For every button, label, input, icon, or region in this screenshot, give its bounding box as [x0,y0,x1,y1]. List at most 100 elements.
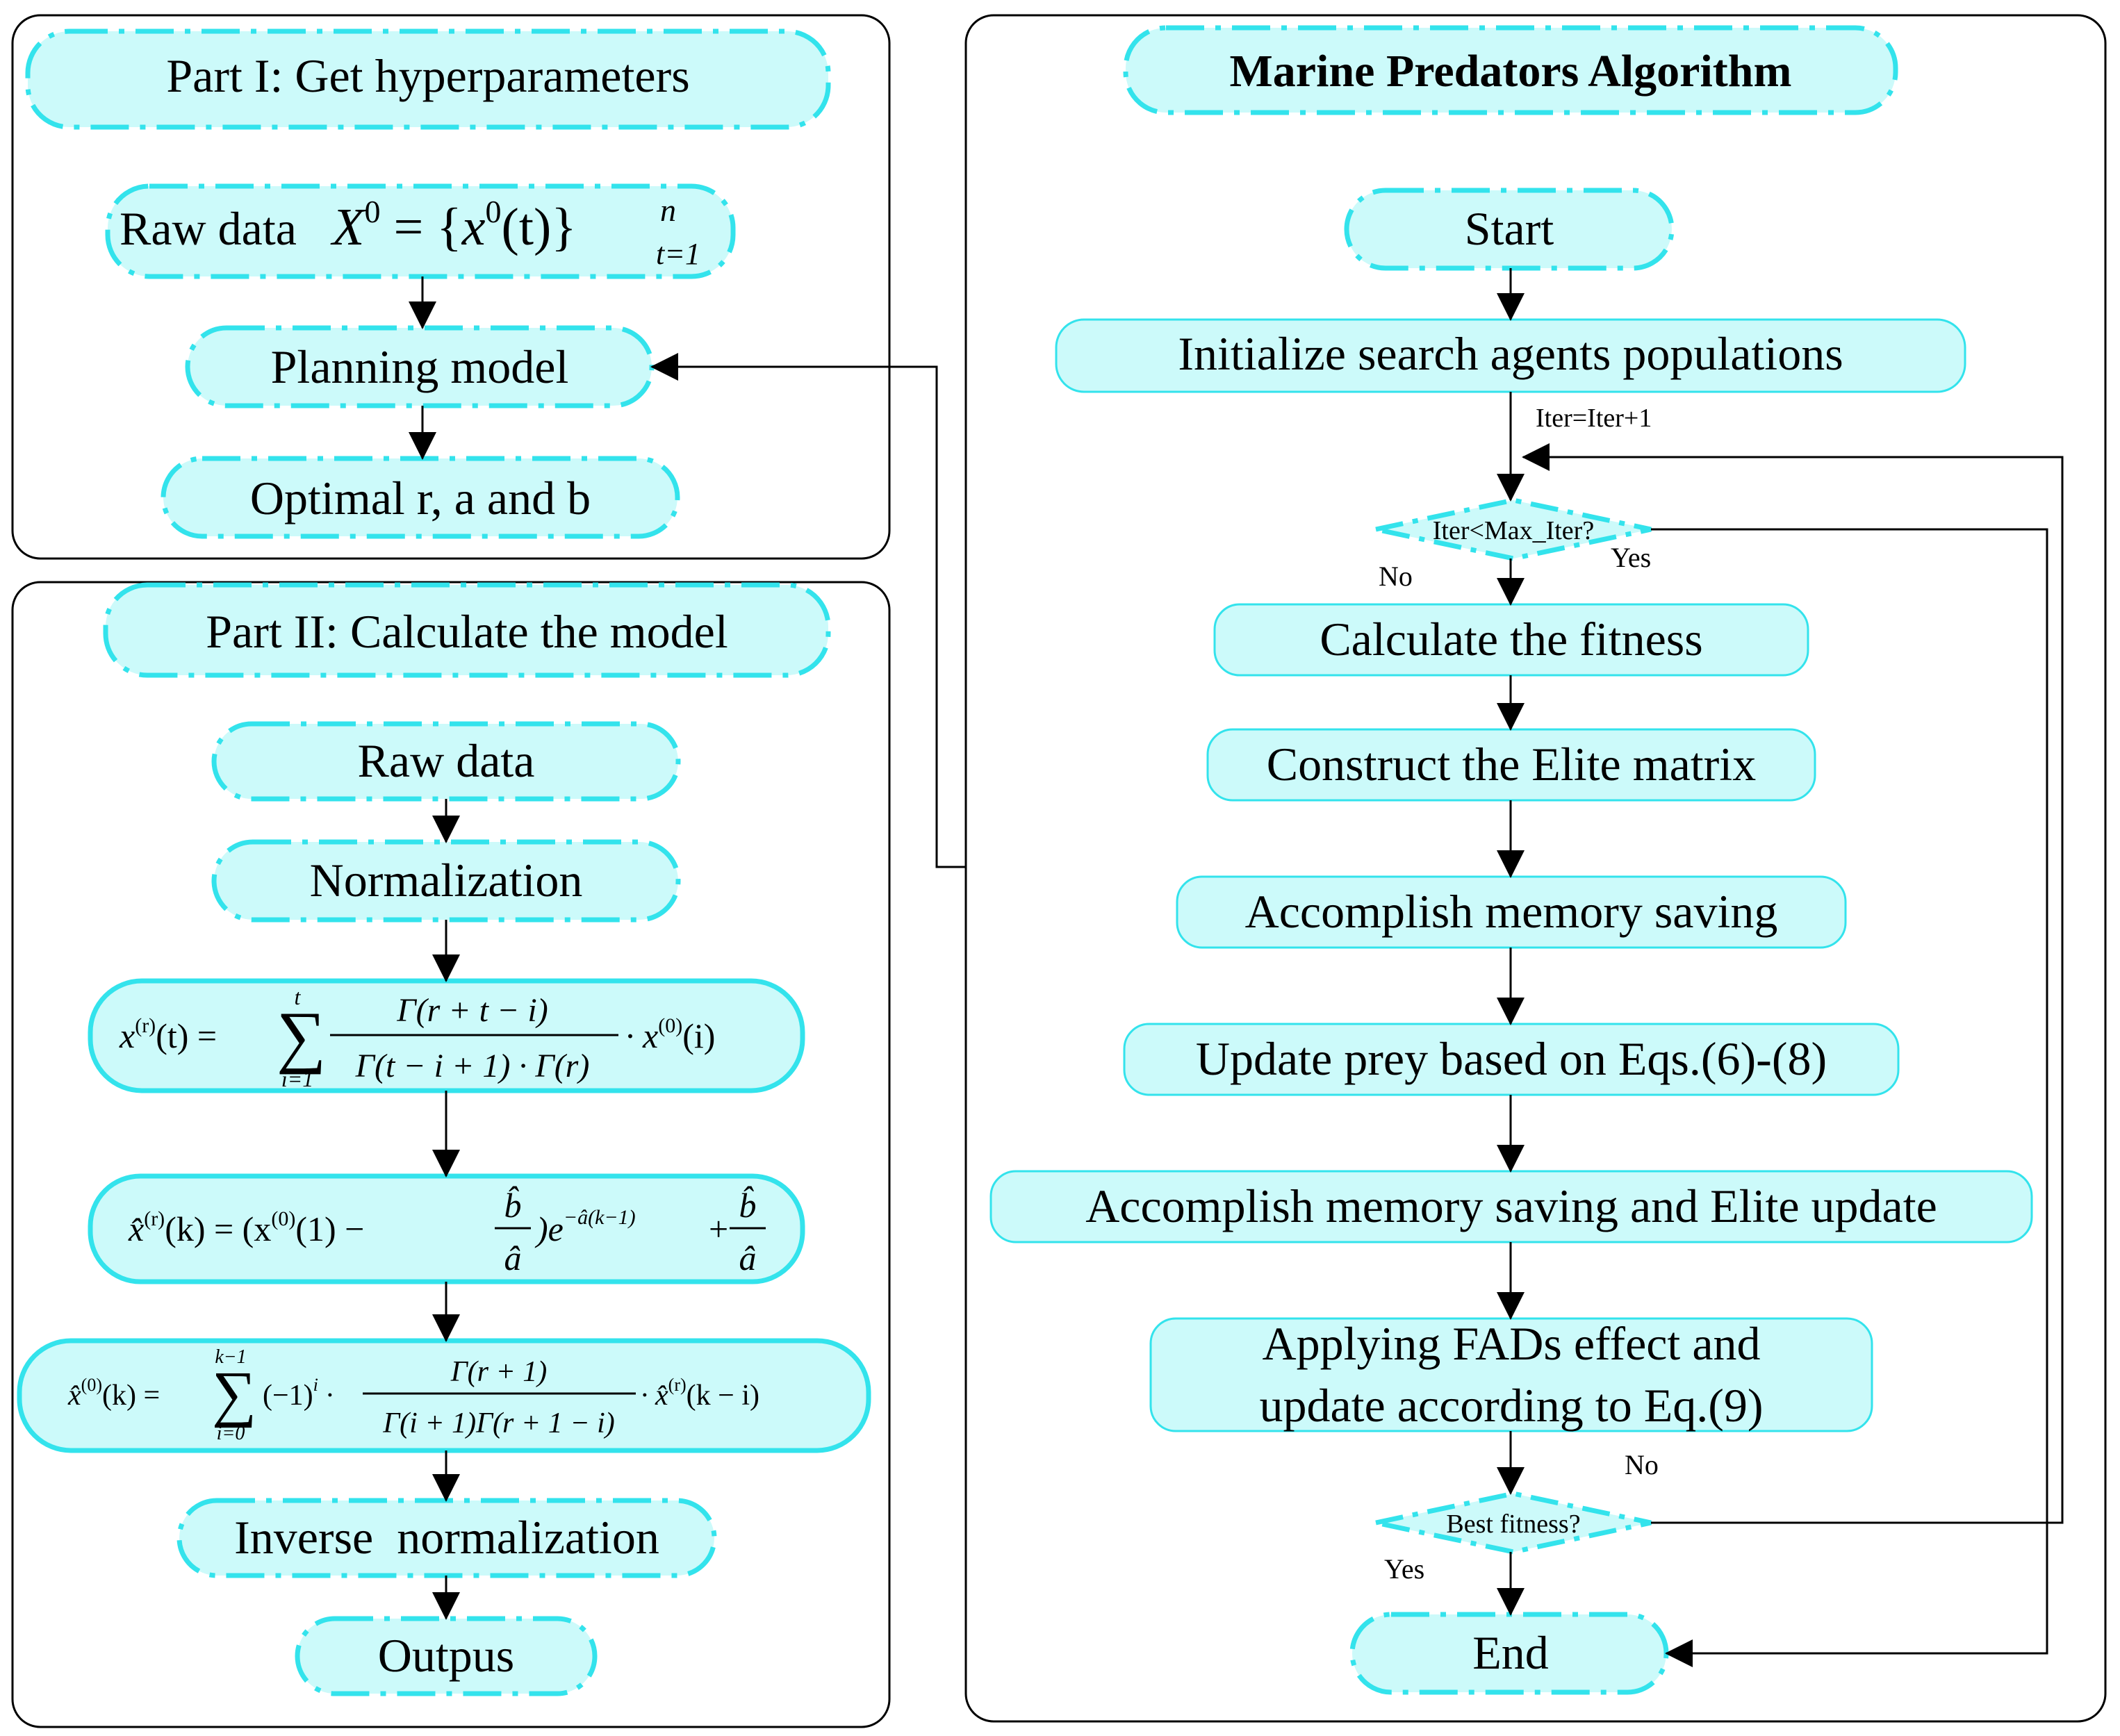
f3-term: (−1) [263,1380,313,1412]
memory-label: Accomplish memory saving [1245,885,1778,938]
formula3-term: (−1)i · [263,1375,335,1412]
f1-lhs-arg: (t) = [156,1016,217,1055]
formula-x: x [461,198,486,256]
iter-check-label: Iter<Max_Iter? [1433,516,1594,545]
formula2-box: x̂(r)(k) = (x(0)(1) − b̂ â )e−â(k−1) + b… [88,1173,805,1284]
f1-sum-sign: ∑ [277,998,326,1075]
f2-mid: (1) − [295,1209,364,1248]
f2-lhs-sup: (r) [144,1207,165,1230]
f1-lhs: x [119,1016,135,1055]
raw-data-label: Raw data [120,202,297,255]
iter-no-label: No [1379,561,1413,592]
raw-data-formula: X0 = {x0(t)} [330,194,577,256]
f3-denominator: Γ(i + 1)Γ(r + 1 − i) [382,1407,614,1439]
fads-label-line2: update according to Eq.(9) [1259,1379,1763,1432]
formula-lhs-sup: 0 [364,194,380,229]
elite-box: Construct the Elite matrix [1206,728,1816,802]
part1-title: Part I: Get hyperparameters [166,49,689,102]
part1-title-box: Part I: Get hyperparameters [25,28,831,130]
output-box: Outpus [295,1616,598,1696]
f3-term-sup: i [313,1375,318,1395]
start-box: Start [1344,188,1675,271]
f3-lhs: x̂ [67,1380,81,1412]
connector-mpa-to-planning [650,353,966,868]
f1-tail: · x [625,1016,658,1055]
update-prey-label: Update prey based on Eqs.(6)-(8) [1196,1032,1827,1085]
formula-eq: = { [380,198,461,256]
formula1-tail: · x(0)(i) [625,1014,715,1055]
f2-plus: + [709,1209,728,1248]
formula1-box: x(r)(t) = ∑ t i=1 Γ(r + t − i) Γ(t − i +… [88,978,805,1093]
part1-panel [11,14,891,560]
formula1-lhs: x(r)(t) = [119,1014,217,1055]
f1-numerator: Γ(r + t − i) [396,992,548,1029]
init-label: Initialize search agents populations [1178,327,1843,380]
f2-frac2-numerator: b̂ [739,1185,757,1225]
formula-arg: (t) [502,198,552,256]
f2-lhs-arg: (k) = (x [165,1209,271,1248]
f3-sum-bottom: i=0 [217,1423,245,1444]
iter-check-diamond: Iter<Max_Iter? [1375,497,1652,561]
f2-exp-base: )e [534,1209,564,1248]
best-fitness-diamond: Best fitness? [1375,1491,1652,1555]
formula-sub: t=1 [656,237,700,271]
f1-sum-top: t [295,984,302,1009]
init-box: Initialize search agents populations [1055,318,1966,393]
f1-lhs-sup: (r) [135,1014,156,1037]
f2-lhs: x̂ [128,1209,144,1248]
normalization-box: Normalization [211,839,681,923]
best-no-label: No [1625,1449,1659,1480]
loop-iter-yes-to-end [1651,528,2048,1667]
part1-raw-data-box: Raw data X0 = {x0(t)} n t=1 [105,183,736,279]
formula-x-sup: 0 [486,194,502,229]
best-yes-label: Yes [1384,1553,1424,1585]
update-prey-box: Update prey based on Eqs.(6)-(8) [1123,1023,1900,1096]
best-fitness-label: Best fitness? [1446,1510,1580,1539]
fads-label-line1: Applying FADs effect and [1262,1317,1760,1370]
planning-model-label: Planning model [271,340,569,393]
fads-box: Applying FADs effect and update accordin… [1149,1317,1873,1432]
end-box: End [1349,1612,1669,1695]
f1-sum-bottom: i=1 [281,1066,313,1091]
f3-sum-sign: ∑ [212,1359,256,1428]
inverse-normalization-box: Inverse normalization [176,1498,717,1578]
formula2-lhs: x̂(r)(k) = (x(0)(1) − [128,1207,364,1248]
f2-exp: −â(k−1) [564,1206,636,1229]
memory-elite-box: Accomplish memory saving and Elite updat… [989,1170,2033,1243]
f3-tail-sup: (r) [668,1375,687,1395]
formula-lhs: X [330,198,366,256]
mpa-panel [964,14,2107,1723]
f2-frac-numerator: b̂ [504,1185,522,1225]
f2-frac2-denominator: â [739,1239,757,1278]
formula3-lhs: x̂(0)(k) = [67,1375,160,1412]
output-label: Outpus [378,1629,514,1682]
elite-label: Construct the Elite matrix [1267,738,1756,791]
planning-model-box: Planning model [185,325,655,408]
f3-dot: · [325,1380,335,1412]
end-label: End [1472,1626,1549,1679]
f1-tail-sup: (0) [658,1014,682,1037]
part2-raw-data-box: Raw data [211,721,681,802]
part1-raw-data-text: Raw data [120,202,297,255]
f1-tail-arg: (i) [682,1016,715,1055]
f3-lhs-arg: (k) = [102,1380,160,1412]
formula-sup-n: n [660,192,676,228]
inverse-normalization-label: Inverse normalization [234,1511,659,1564]
optimal-params-box: Optimal r, a and b [161,456,680,539]
f3-numerator: Γ(r + 1) [450,1356,548,1388]
f3-tail-arg: (k − i) [687,1380,759,1412]
fitness-label: Calculate the fitness [1320,613,1702,666]
part2-title: Part II: Calculate the model [206,605,728,658]
iter-increment-label: Iter=Iter+1 [1536,404,1652,433]
optimal-params-label: Optimal r, a and b [250,472,591,524]
memory-box: Accomplish memory saving [1176,875,1847,949]
part2-panel [11,581,891,1728]
f2-frac-denominator: â [504,1239,522,1278]
formula2-exp: )e−â(k−1) [534,1206,636,1248]
normalization-label: Normalization [310,854,583,907]
loop-best-no-to-iter [1522,443,2064,1524]
mpa-title-box: Marine Predators Algorithm [1123,25,1898,115]
f3-lhs-sup: (0) [81,1375,102,1395]
part2-raw-data-label: Raw data [358,734,535,787]
formula3-box: x̂(0)(k) = ∑ k−1 i=0 (−1)i· Γ(r + 1) Γ(i… [17,1338,871,1453]
